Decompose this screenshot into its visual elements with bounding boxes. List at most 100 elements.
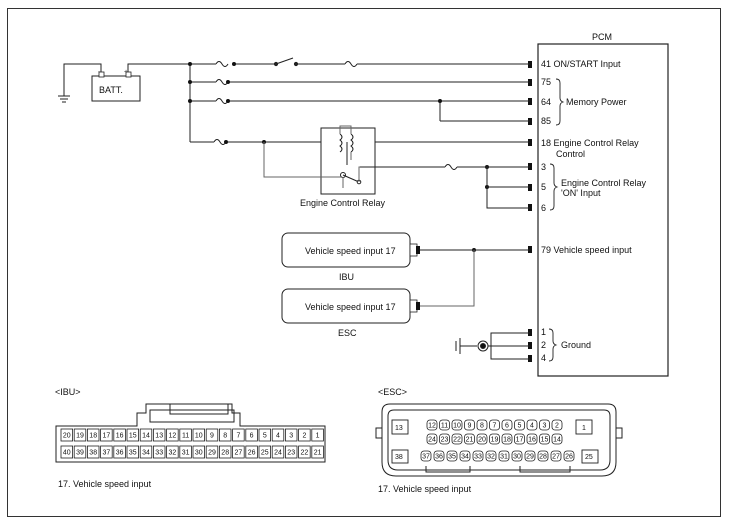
esc-pin-cell	[551, 419, 563, 431]
esc-pin-label: 12	[428, 423, 436, 430]
esc-pin-label: 2	[555, 423, 559, 430]
ibu-pin-cell	[192, 445, 206, 459]
ignition-switch-icon	[273, 57, 299, 67]
esc-connector-title: <ESC>	[378, 387, 407, 397]
esc-pin-label: 15	[541, 437, 549, 444]
ibu-pin-label: 34	[142, 450, 150, 457]
esc-pin-cell	[426, 419, 438, 431]
esc-pin-label: 30	[513, 454, 521, 461]
esc-pin-label: 22	[453, 437, 461, 444]
ibu-pin-cell	[152, 445, 166, 459]
ibu-pin-label: 39	[76, 450, 84, 457]
ibu-pin-cell	[258, 428, 272, 442]
esc-pin-label: 28	[539, 454, 547, 461]
esc-pin-cell	[451, 433, 463, 445]
svg-text:13: 13	[395, 425, 403, 432]
ibu-pin-cell	[311, 445, 324, 459]
ibu-pin-label: 18	[89, 433, 97, 440]
ibu-pin-label: 16	[116, 433, 124, 440]
esc-pin-cell	[464, 419, 475, 431]
ibu-pin-cell	[87, 428, 100, 442]
pcm-pin-terminals	[528, 61, 532, 362]
ibu-pin-cell	[139, 445, 153, 459]
ibu-pin-label: 36	[116, 450, 124, 457]
ibu-pin-cell	[100, 428, 113, 442]
esc-connector-caption: 17. Vehicle speed input	[378, 484, 472, 494]
relay-on-brace	[549, 163, 559, 211]
pcm-pin-3: 3	[541, 162, 546, 172]
memory-power-brace	[555, 78, 565, 126]
esc-pin-cell	[498, 450, 510, 462]
esc-pin-label: 5	[518, 423, 522, 430]
ibu-pin-label: 28	[221, 450, 229, 457]
ibu-pin-label: 4	[276, 433, 280, 440]
esc-pin-cell	[446, 450, 458, 462]
esc-big-pins: 13 1 38 25	[391, 419, 599, 464]
pcm-pin-1: 1	[541, 327, 546, 337]
ibu-pin-label: 22	[301, 450, 309, 457]
pcm-pin-18-label-2: Control	[556, 149, 585, 159]
engine-control-relay-label: Engine Control Relay	[300, 198, 386, 208]
ibu-pin-cell	[152, 428, 166, 442]
ibu-pin-label: 6	[250, 433, 254, 440]
esc-pin-label: 8	[480, 423, 484, 430]
relay-on-label-1: Engine Control Relay	[561, 178, 647, 188]
ibu-pin-label: 21	[314, 450, 322, 457]
pcm-pin-64: 64	[541, 97, 551, 107]
esc-pin-label: 24	[428, 437, 436, 444]
ibu-pin-cell	[126, 445, 140, 459]
relay-coil-icon	[339, 133, 362, 185]
esc-pin-cell	[459, 450, 471, 462]
pcm-pin-18-label: 18 Engine Control Relay	[541, 138, 639, 148]
ibu-module-name: IBU	[339, 272, 354, 282]
ibu-pin-label: 32	[169, 450, 177, 457]
esc-pin-cell	[551, 433, 563, 445]
ibu-pin-cell	[166, 428, 179, 442]
relay-output-fuse	[444, 164, 458, 170]
esc-pin-label: 10	[453, 423, 461, 430]
esc-pin-label: 26	[565, 454, 573, 461]
esc-pin-label: 37	[422, 454, 430, 461]
ibu-pin-label: 19	[76, 433, 84, 440]
esc-pin-cell	[511, 450, 523, 462]
esc-pin-label: 3	[543, 423, 547, 430]
ibu-pin-cell	[60, 445, 74, 459]
ibu-pin-cell	[73, 428, 87, 442]
ground-wires	[488, 332, 530, 360]
ibu-pin-label: 23	[287, 450, 295, 457]
esc-pin-label: 7	[493, 423, 497, 430]
ibu-pin-cell	[245, 445, 258, 459]
svg-text:25: 25	[585, 454, 593, 461]
ibu-pin-cell	[192, 428, 206, 442]
ibu-pin-cell	[205, 428, 219, 442]
esc-pin-label: 18	[503, 437, 511, 444]
ibu-pin-label: 1	[316, 433, 320, 440]
ibu-pin-label: 11	[182, 433, 189, 440]
esc-pin-label: 36	[435, 454, 443, 461]
junction-dots	[188, 62, 489, 252]
ibu-pin-label: 20	[63, 433, 71, 440]
esc-pin-cell	[426, 433, 438, 445]
esc-pin-cell	[433, 450, 445, 462]
esc-pin-cell	[439, 433, 450, 445]
esc-pin-label: 20	[478, 437, 486, 444]
relay-on-label-2: 'ON' Input	[561, 188, 601, 198]
chassis-ground-icon	[455, 338, 489, 354]
ibu-pin-label: 13	[155, 433, 163, 440]
ibu-pin-cell	[258, 445, 272, 459]
esc-pin-label: 31	[500, 454, 508, 461]
esc-pin-cell	[489, 419, 500, 431]
esc-pin-cell	[526, 433, 538, 445]
pcm-pin-75: 75	[541, 77, 551, 87]
ibu-pin-label: 14	[142, 433, 150, 440]
ibu-pin-label: 33	[155, 450, 163, 457]
ibu-pin-cell	[232, 428, 245, 442]
ibu-pin-label: 2	[302, 433, 306, 440]
ibu-pin-label: 38	[89, 450, 97, 457]
esc-connector-shell	[375, 403, 623, 477]
ibu-pin-cell	[113, 445, 126, 459]
ibu-pin-cell	[73, 445, 87, 459]
